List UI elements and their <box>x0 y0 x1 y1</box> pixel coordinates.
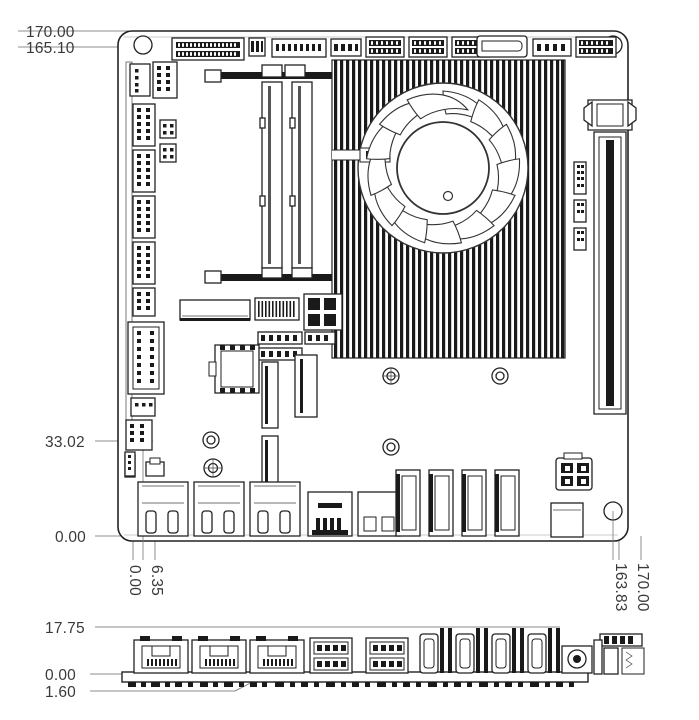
dim-170-00-right: 170.00 <box>634 563 651 612</box>
dimm-slot-group <box>204 64 338 284</box>
idc-header-block <box>127 321 165 395</box>
usb-port-stack <box>365 637 409 674</box>
pcie-slot <box>573 99 637 415</box>
cpu-heatsink <box>331 59 566 359</box>
dim-165-10: 165.10 <box>26 40 75 57</box>
rj45-lan-port <box>191 636 247 674</box>
usb-port-stack <box>137 481 189 537</box>
dim-170-00: 170.00 <box>26 24 75 41</box>
side-view <box>90 626 645 692</box>
sata-port-vertical-group <box>395 469 520 537</box>
fpc-connector <box>254 297 300 321</box>
dim-163-83: 163.83 <box>612 563 629 612</box>
center-components <box>179 293 343 503</box>
dim-0-00-left: 0.00 <box>55 529 86 546</box>
display-port-connector <box>307 491 353 537</box>
usb-port-stack <box>193 481 245 537</box>
dc-power-jack <box>550 502 584 538</box>
power-header-block <box>303 293 343 331</box>
ic-package <box>208 344 260 394</box>
m2-slot <box>179 299 251 321</box>
dim-17-75: 17.75 <box>45 620 85 637</box>
top-edge-connectors <box>171 35 617 61</box>
rear-io-top-view <box>124 451 593 538</box>
dim-1-60: 1.60 <box>45 684 76 701</box>
cpu-fan <box>332 82 529 254</box>
rj45-lan-port <box>249 636 305 674</box>
dim-33-02: 33.02 <box>45 434 85 451</box>
screw-hole-group <box>202 367 509 478</box>
dim-0-00-bottom: 0.00 <box>126 565 143 596</box>
usb-port-stack <box>249 481 301 537</box>
sata-port-side-group <box>419 628 560 674</box>
com-header-column <box>124 61 178 478</box>
atx-4pin-power-connector <box>555 452 593 491</box>
rj45-lan-port <box>133 636 189 674</box>
display-port-connector <box>357 491 401 537</box>
dim-0-00-side: 0.00 <box>45 667 76 684</box>
usb-port-stack <box>309 637 353 674</box>
power-components <box>593 633 645 675</box>
dc-power-jack <box>561 645 593 674</box>
dim-6-35: 6.35 <box>148 565 165 596</box>
sata-connector-top <box>476 35 528 58</box>
